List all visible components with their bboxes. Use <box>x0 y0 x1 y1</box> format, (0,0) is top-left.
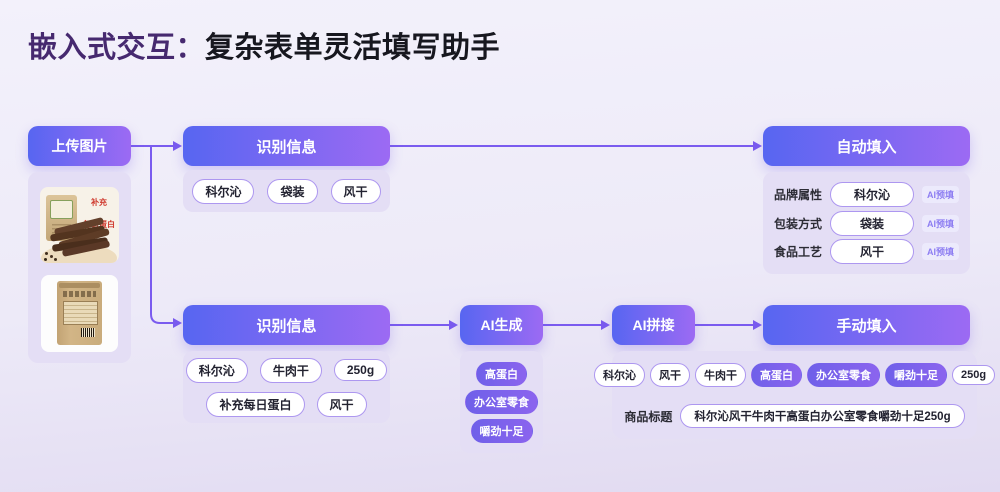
product-title-row: 商品标题 科尔沁风干牛肉干高蛋白办公室零食嚼劲十足250g <box>612 404 977 428</box>
tag-brand[interactable]: 科尔沁 <box>192 178 255 204</box>
nutrition-label <box>63 301 98 325</box>
barcode <box>81 328 95 337</box>
field-label: 食品工艺 <box>773 245 822 260</box>
manual-fill-card: 科尔沁 风干 牛肉干 高蛋白 办公室零食 嚼劲十足 250g 商品标题 科尔沁风… <box>593 351 996 439</box>
ai-splice-header[interactable]: AI拼接 <box>612 305 695 345</box>
ai-prefill-badge: AI预填 <box>922 185 960 203</box>
field-value-pill[interactable]: 风干 <box>830 239 914 265</box>
bag-print-header <box>63 291 96 297</box>
ai-generate-header[interactable]: AI生成 <box>460 305 543 345</box>
tag-row: 科尔沁 牛肉干 250g <box>183 357 390 383</box>
product-photo-back[interactable] <box>41 275 118 352</box>
form-row-package: 包装方式 袋装 AI预填 <box>763 210 970 236</box>
tag-brand[interactable]: 科尔沁 <box>185 357 248 383</box>
generated-tag[interactable]: 办公室零食 <box>465 390 538 414</box>
product-title-label: 商品标题 <box>624 409 673 424</box>
field-label: 包装方式 <box>773 216 822 231</box>
page-title: 嵌入式交互：复杂表单灵活填写助手 <box>28 24 500 66</box>
auto-fill-header[interactable]: 自动填入 <box>763 126 970 166</box>
tag-category[interactable]: 牛肉干 <box>259 357 322 383</box>
form-row-process: 食品工艺 风干 AI预填 <box>763 239 970 265</box>
tag-process[interactable]: 风干 <box>316 391 367 417</box>
generated-tag[interactable]: 高蛋白 <box>476 361 527 386</box>
field-label: 品牌属性 <box>773 187 822 202</box>
upload-image-button[interactable]: 上传图片 <box>28 126 131 166</box>
spliced-tag[interactable]: 科尔沁 <box>593 363 645 387</box>
spliced-tag[interactable]: 嚼劲十足 <box>884 363 947 387</box>
ai-prefill-badge: AI预填 <box>922 214 960 232</box>
page-title-highlight: 嵌入式交互： <box>28 32 206 64</box>
field-value-pill[interactable]: 袋装 <box>830 210 914 236</box>
spliced-tag[interactable]: 250g <box>951 365 996 385</box>
recognize-info-bottom-tags: 科尔沁 牛肉干 250g 补充每日蛋白 风干 <box>183 351 390 423</box>
recognize-info-top-header[interactable]: 识别信息 <box>183 126 390 166</box>
tag-row: 补充每日蛋白 风干 <box>183 391 390 417</box>
form-row-brand: 品牌属性 科尔沁 AI预填 <box>763 181 970 207</box>
tag-weight[interactable]: 250g <box>333 359 388 381</box>
spliced-tag[interactable]: 牛肉干 <box>694 363 746 387</box>
spliced-tag-row: 科尔沁 风干 牛肉干 高蛋白 办公室零食 嚼劲十足 250g <box>593 363 996 387</box>
tag-claim[interactable]: 补充每日蛋白 <box>206 391 305 417</box>
ai-generate-tags: 高蛋白 办公室零食 嚼劲十足 <box>460 351 543 453</box>
spliced-tag[interactable]: 风干 <box>649 363 690 387</box>
ai-prefill-badge: AI预填 <box>922 243 960 261</box>
generated-tag[interactable]: 嚼劲十足 <box>470 418 533 443</box>
spliced-tag[interactable]: 高蛋白 <box>750 363 802 387</box>
page-title-rest: 复杂表单灵活填写助手 <box>205 32 501 64</box>
auto-fill-form: 品牌属性 科尔沁 AI预填 包装方式 袋装 AI预填 食品工艺 风干 AI预填 <box>763 172 970 274</box>
product-title-pill[interactable]: 科尔沁风干牛肉干高蛋白办公室零食嚼劲十足250g <box>680 404 965 428</box>
recognize-info-bottom-header[interactable]: 识别信息 <box>183 305 390 345</box>
product-photo-front[interactable]: 补充 每日蛋白 <box>40 187 119 263</box>
uploaded-images-panel: 补充 每日蛋白 <box>28 172 131 363</box>
manual-fill-header[interactable]: 手动填入 <box>763 305 970 345</box>
recognize-info-top-tags: 科尔沁 袋装 风干 <box>183 170 390 212</box>
spliced-tag[interactable]: 办公室零食 <box>806 363 880 387</box>
spice-dots <box>45 252 48 255</box>
tag-process[interactable]: 风干 <box>330 178 381 204</box>
tag-package[interactable]: 袋装 <box>267 178 318 204</box>
field-value-pill[interactable]: 科尔沁 <box>830 181 914 207</box>
